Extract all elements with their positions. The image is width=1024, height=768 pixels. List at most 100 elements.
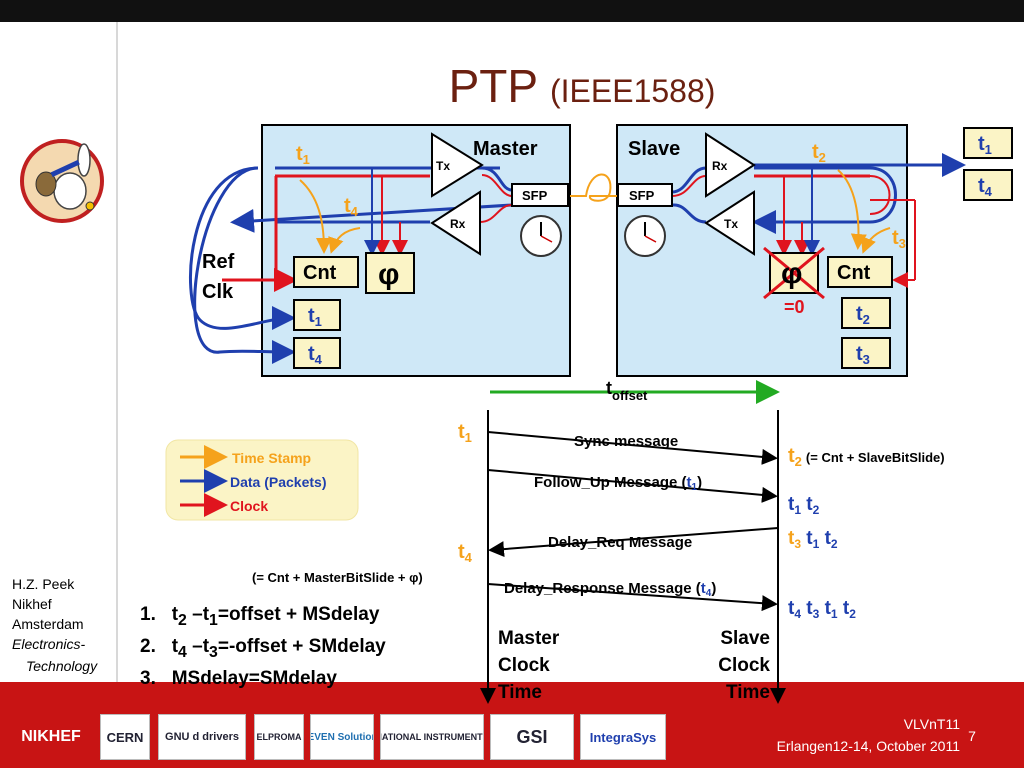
slave-loopback (869, 166, 897, 224)
master-t4-label: t4 (344, 195, 359, 219)
fiber-link (570, 173, 617, 202)
logo-elproma: ELPROMA (254, 714, 304, 760)
master-t4-register-link (193, 166, 296, 364)
eq2-num: 2. (140, 636, 156, 657)
slave-rx-triangle (705, 132, 756, 198)
footer-conference: VLVnT11 (903, 716, 960, 732)
author-city: Amsterdam (12, 616, 84, 632)
eq3-num: 3. (140, 668, 156, 689)
author-dept-1: Electronics- (12, 636, 86, 652)
slave-reg-t3-label: t3 (856, 343, 870, 367)
timing-t4-label: t4 (458, 541, 473, 565)
eq2-mid: –t (186, 636, 210, 657)
eq2-a-sub: 4 (178, 643, 187, 661)
outside-t4-label: t4 (978, 175, 993, 199)
logo-cern: CERN (100, 714, 150, 760)
slave-clock-hand2 (644, 235, 657, 243)
sync-message-arrow (487, 431, 778, 465)
master-reg-t4-label: t4 (308, 343, 323, 367)
master-sfp-box (511, 183, 569, 207)
master-cnt-label: Cnt (303, 262, 337, 284)
author-dept-2: Technology (26, 658, 98, 674)
outside-t1-label: t1 (978, 133, 992, 157)
master-sfp-to-rx-clock (479, 204, 513, 223)
slave-tx-label: Tx (724, 217, 738, 231)
slave-label: Slave (628, 138, 680, 160)
slave-sfp-box (617, 183, 673, 207)
slave-loopback-clock (869, 175, 891, 215)
followup-message-arrow (487, 469, 778, 503)
left-divider (116, 22, 118, 682)
delay-response-label: Delay_Response Message (t4) (504, 580, 716, 599)
master-tx-clock-to-sfp (481, 174, 513, 197)
slave-reg-t2-label: t2 (856, 303, 870, 327)
eq1-rest: =offset + MSdelay (217, 604, 380, 625)
slave-sfp-label: SFP (629, 188, 655, 203)
equation-2: 2. t4 –t3=-offset + SMdelay (140, 636, 386, 662)
logo-nikhef: NIKHEF (21, 728, 81, 745)
slave-tx-to-sfp (673, 203, 707, 224)
delay-req-arrow (488, 527, 779, 558)
eq3-rest: MSdelay=SMdelay (171, 668, 337, 689)
master-tx-triangle (431, 132, 484, 198)
equation-3: 3. MSdelay=SMdelay (140, 668, 337, 690)
sync-message-label: Sync message (574, 433, 678, 450)
logo-seven-solutions: SEVEN Solutions (310, 714, 374, 760)
slave-cnt-label: Cnt (837, 262, 871, 284)
footer-date: Erlangen12-14, October 2011 (776, 738, 960, 754)
slave-t3-label: t3 (892, 227, 906, 251)
eq2-b-sub: 3 (209, 643, 218, 661)
eq1-b-sub: 1 (209, 611, 218, 629)
slave-phi-zero-label: =0 (784, 297, 805, 317)
eq2-a: t (171, 636, 179, 657)
master-axis-line2: Clock (498, 655, 550, 676)
slave-tx-triangle (704, 190, 755, 256)
legend-label-clock: Clock (230, 498, 268, 514)
master-bitslide-note: (= Cnt + MasterBitSlide + φ) (252, 570, 423, 585)
master-t4-stamp-arrow (328, 227, 361, 254)
ref-label: Ref (202, 251, 235, 273)
slave-sfp-to-rx (671, 166, 707, 194)
author-institute: Nikhef (12, 596, 52, 612)
slave-phi-cross-icon-2 (763, 246, 825, 300)
slave-cnt-cell (827, 256, 893, 288)
master-t1-stamp-arrow (299, 179, 332, 254)
master-reg-t1-label: t1 (308, 305, 322, 329)
slave-row3: t4 t3 t1 t2 (788, 598, 856, 621)
logo-integrasys: IntegraSys (580, 714, 666, 760)
logo-gnu-drivers: GNU d drivers (158, 714, 246, 760)
rabbit-logo-icon (20, 139, 104, 223)
slave-axis-line2: Clock (718, 655, 770, 676)
logo-national-instruments: NATIONAL INSTRUMENTS (380, 714, 484, 760)
toffset-label: toffset (606, 378, 648, 403)
top-decor-band (0, 0, 1024, 22)
slave-t3-register (841, 337, 891, 369)
clk-label: Clk (202, 281, 234, 303)
page-number: 7 (968, 728, 976, 744)
slave-row2: t3 t1 t2 (788, 528, 838, 551)
slave-t2-label: t2 (812, 141, 826, 165)
slave-axis-line3: Time (726, 682, 770, 703)
page-title: PTP (IEEE1588) (0, 58, 1024, 119)
slave-rx-label: Rx (712, 159, 728, 173)
master-clock-hand2 (540, 235, 553, 243)
master-rx-triangle (430, 190, 481, 256)
master-t4-register (293, 337, 341, 369)
legend-label-timestamp: Time Stamp (232, 450, 311, 466)
master-tx-label: Tx (436, 159, 450, 173)
eq1-mid: –t (186, 604, 210, 625)
eq1-a: t (171, 604, 179, 625)
followup-message-label: Follow_Up Message (t1) (534, 474, 702, 493)
eq2-rest: =-offset + SMdelay (217, 636, 386, 657)
eq1-num: 1. (140, 604, 156, 625)
master-label: Master (473, 138, 538, 160)
master-cnt-cell (293, 256, 359, 288)
master-t1-label: t1 (296, 143, 310, 167)
eq1-a-sub: 2 (178, 611, 187, 629)
slave-t2-arrival: t2(= Cnt + SlaveBitSlide) (788, 445, 945, 469)
master-phi-label: φ (378, 258, 399, 291)
slave-axis-line1: Slave (720, 628, 770, 649)
delay-req-label: Delay_Req Message (548, 534, 692, 551)
equation-1: 1. t2 –t1=offset + MSdelay (140, 604, 379, 630)
